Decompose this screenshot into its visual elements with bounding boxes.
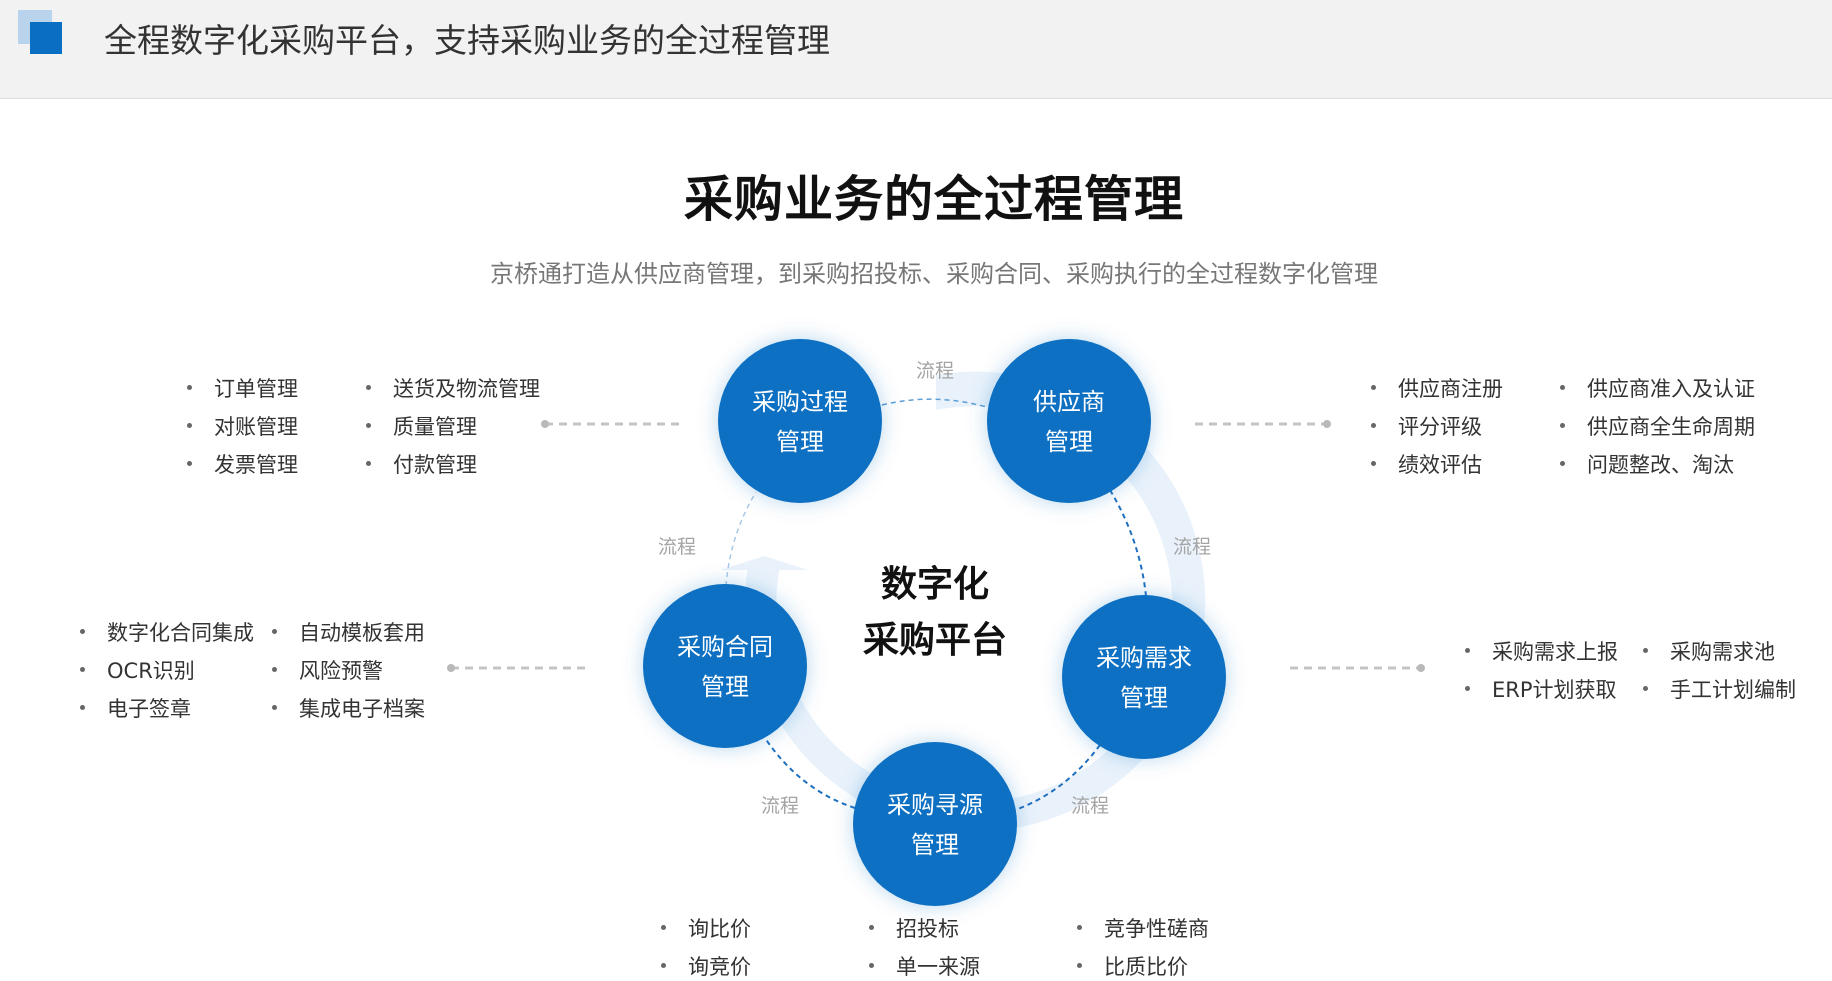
leader-contract <box>447 664 585 672</box>
list-item: 风险预警 <box>299 659 383 683</box>
list-item: 数字化合同集成 <box>107 621 254 645</box>
node-process-management: 采购过程 管理 <box>718 339 882 503</box>
list-item: 绩效评估 <box>1398 453 1482 477</box>
connector-supplier-demand <box>1109 489 1147 597</box>
list-item: ERP计划获取 <box>1492 678 1617 702</box>
list-sourcing: 询比价 询竞价 招投标 单一来源 竞争性磋商 比质比价 <box>661 913 1261 981</box>
flow-label-bottom-left: 流程 <box>761 795 799 817</box>
list-item: 供应商全生命周期 <box>1587 415 1755 439</box>
leader-process <box>541 420 680 428</box>
list-item: 招投标 <box>896 917 959 941</box>
flow-label-bottom-right: 流程 <box>1071 795 1109 817</box>
node-supplier-line2: 管理 <box>1045 428 1093 456</box>
node-sourcing-management: 采购寻源 管理 <box>853 742 1017 906</box>
list-item: 供应商准入及认证 <box>1587 377 1755 401</box>
connector-contract-process <box>725 491 757 587</box>
list-item: 采购需求上报 <box>1492 640 1618 664</box>
list-item: 询比价 <box>688 917 751 941</box>
list-item: 集成电子档案 <box>299 697 425 721</box>
list-item: 电子签章 <box>107 697 191 721</box>
node-process-line1: 采购过程 <box>752 388 848 416</box>
list-item: 评分评级 <box>1398 415 1482 439</box>
list-item: 竞争性磋商 <box>1104 917 1209 941</box>
list-item: 比质比价 <box>1104 955 1188 979</box>
center-label-line1: 数字化 <box>881 564 989 605</box>
list-item: 对账管理 <box>214 415 298 439</box>
connector-sourcing-contract <box>764 737 856 809</box>
flow-label-top: 流程 <box>916 360 954 382</box>
list-supplier: 供应商注册 评分评级 绩效评估 供应商准入及认证 供应商全生命周期 问题整改、淘… <box>1371 373 1791 493</box>
list-process: 订单管理 对账管理 发票管理 送货及物流管理 质量管理 付款管理 <box>187 373 567 493</box>
node-demand-line1: 采购需求 <box>1096 644 1192 672</box>
node-supplier-line1: 供应商 <box>1033 388 1105 416</box>
list-demand: 采购需求上报 ERP计划获取 采购需求池 手工计划编制 <box>1465 636 1825 716</box>
center-label-line2: 采购平台 <box>863 620 1007 661</box>
node-contract-management: 采购合同 管理 <box>643 584 807 748</box>
node-sourcing-line2: 管理 <box>911 831 959 859</box>
list-item: 自动模板套用 <box>299 621 425 645</box>
list-item: 问题整改、淘汰 <box>1587 453 1734 477</box>
list-item: 送货及物流管理 <box>393 377 540 401</box>
logo-square-front <box>30 22 62 54</box>
flow-label-left: 流程 <box>658 536 696 558</box>
header-bar: 全程数字化采购平台，支持采购业务的全过程管理 <box>0 0 1832 99</box>
node-demand-line2: 管理 <box>1120 684 1168 712</box>
list-item: 单一来源 <box>896 955 980 979</box>
main-title: 采购业务的全过程管理 <box>683 171 1184 228</box>
node-contract-line1: 采购合同 <box>677 633 773 661</box>
list-item: 订单管理 <box>214 377 298 401</box>
header-title: 全程数字化采购平台，支持采购业务的全过程管理 <box>104 21 830 60</box>
node-sourcing-line1: 采购寻源 <box>887 791 983 819</box>
subtitle: 京桥通打造从供应商管理，到采购招投标、采购合同、采购执行的全过程数字化管理 <box>490 260 1378 288</box>
list-item: 付款管理 <box>393 453 477 477</box>
list-item: 询竞价 <box>688 955 751 979</box>
list-item: 发票管理 <box>214 453 298 477</box>
connector-process-supplier <box>881 398 991 409</box>
leader-demand <box>1290 664 1425 672</box>
list-item: 手工计划编制 <box>1670 678 1796 702</box>
list-item: OCR识别 <box>107 659 195 683</box>
leader-supplier <box>1195 420 1331 428</box>
node-contract-line2: 管理 <box>701 673 749 701</box>
cycle-arrow-head <box>720 556 808 570</box>
flow-label-right: 流程 <box>1173 536 1211 558</box>
list-item: 供应商注册 <box>1398 377 1503 401</box>
node-demand-management: 采购需求 管理 <box>1062 595 1226 759</box>
connector-demand-sourcing <box>1014 744 1101 811</box>
node-process-line2: 管理 <box>776 428 824 456</box>
list-contract: 数字化合同集成 OCR识别 电子签章 自动模板套用 风险预警 集成电子档案 <box>80 617 460 737</box>
list-item: 采购需求池 <box>1670 640 1775 664</box>
node-supplier-management: 供应商 管理 <box>987 339 1151 503</box>
list-item: 质量管理 <box>393 415 477 439</box>
